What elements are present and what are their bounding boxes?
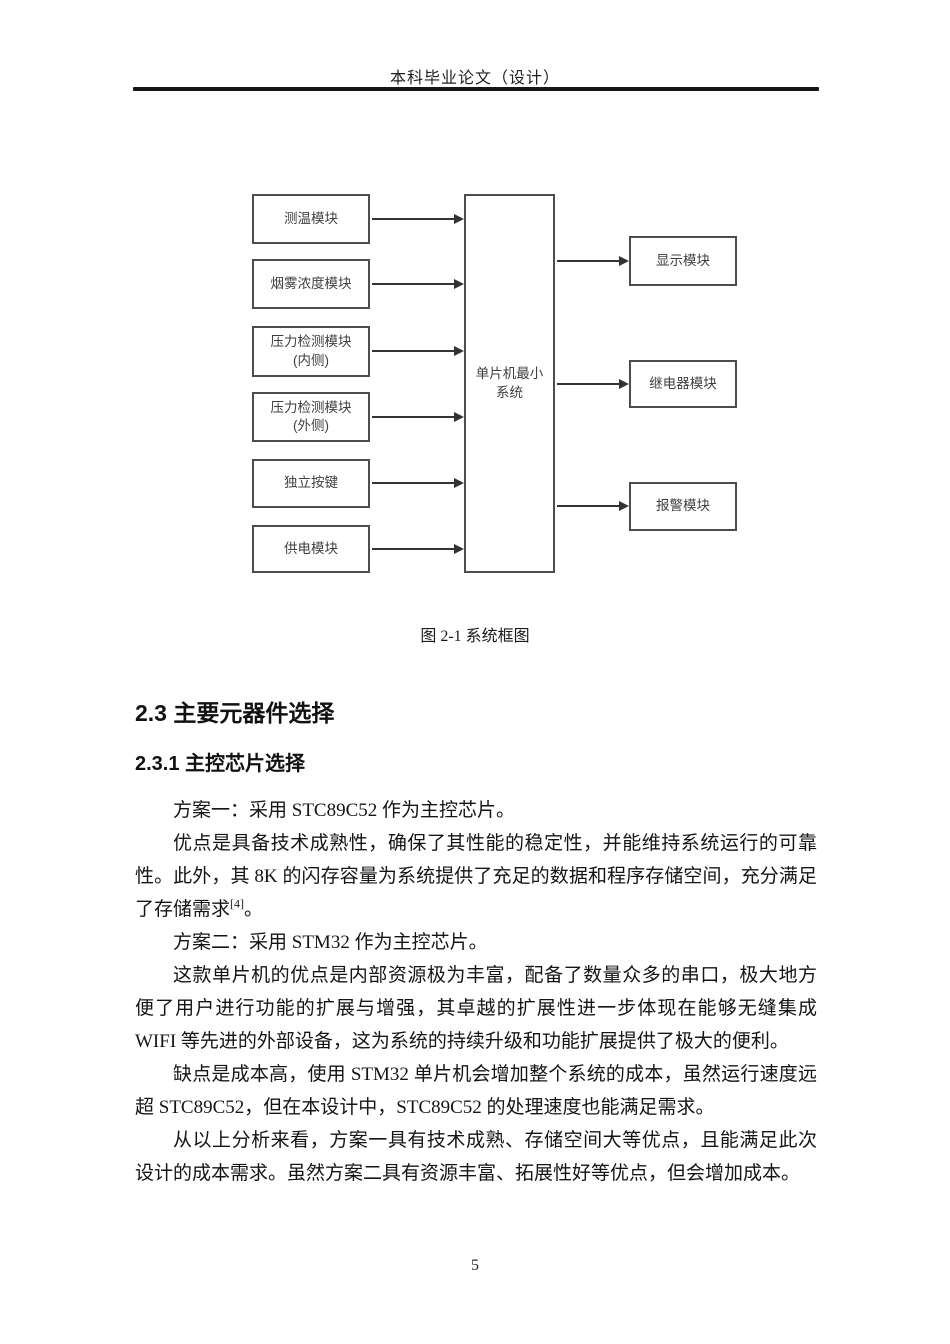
paragraph-plan2: 方案二：采用 STM32 作为主控芯片。: [135, 926, 817, 959]
arrow-pressure-outer-to-mcu: [372, 412, 464, 422]
arrow-key-to-mcu: [372, 478, 464, 488]
header-rule: [133, 87, 819, 91]
paragraph-text: 这款单片机的优点是内部资源极为丰富，配备了数量众多的串口，极大地方便了用户进行功…: [135, 965, 817, 1052]
paragraph-plan2-pros: 这款单片机的优点是内部资源极为丰富，配备了数量众多的串口，极大地方便了用户进行功…: [135, 959, 817, 1058]
paragraph-text: 。: [244, 899, 264, 920]
arrow-mcu-to-display: [557, 256, 629, 266]
paragraph-plan1-pros: 优点是具备技术成熟性，确保了其性能的稳定性，并能维持系统运行的可靠性。此外，其 …: [135, 827, 817, 926]
subsection-heading: 2.3.1 主控芯片选择: [135, 753, 306, 775]
page-number: 5: [471, 1257, 479, 1274]
arrow-mcu-to-alarm: [557, 501, 629, 511]
body-text: 方案一：采用 STC89C52 作为主控芯片。 优点是具备技术成熟性，确保了其性…: [135, 794, 817, 1190]
paragraph-plan2-cons: 缺点是成本高，使用 STM32 单片机会增加整个系统的成本，虽然运行速度远超 S…: [135, 1058, 817, 1124]
section-heading: 2.3 主要元器件选择: [135, 700, 335, 726]
paragraph-text: 方案二：采用 STM32 作为主控芯片。: [173, 932, 488, 953]
diagram-box-alarm-module: 报警模块: [629, 482, 737, 531]
diagram-box-pressure-outer-module: 压力检测模块 (外侧): [252, 392, 370, 442]
diagram-box-power-module: 供电模块: [252, 525, 370, 573]
diagram-box-temperature-module: 测温模块: [252, 194, 370, 244]
paragraph-text: 缺点是成本高，使用 STM32 单片机会增加整个系统的成本，虽然运行速度远超 S…: [135, 1064, 817, 1118]
diagram-box-pressure-inner-module: 压力检测模块 (内侧): [252, 326, 370, 377]
arrow-mcu-to-relay: [557, 379, 629, 389]
diagram-box-smoke-module: 烟雾浓度模块: [252, 259, 370, 309]
diagram-box-key-module: 独立按键: [252, 459, 370, 508]
paragraph-plan1: 方案一：采用 STC89C52 作为主控芯片。: [135, 794, 817, 827]
diagram-box-mcu-system: 单片机最小 系统: [464, 194, 555, 573]
citation-ref: [4]: [230, 896, 245, 911]
arrow-temperature-to-mcu: [372, 214, 464, 224]
arrow-smoke-to-mcu: [372, 279, 464, 289]
paragraph-conclusion: 从以上分析来看，方案一具有技术成熟、存储空间大等优点，且能满足此次设计的成本需求…: [135, 1124, 817, 1190]
figure-caption: 图 2-1 系统框图: [420, 628, 530, 645]
arrow-pressure-inner-to-mcu: [372, 346, 464, 356]
diagram-box-display-module: 显示模块: [629, 236, 737, 286]
header-title: 本科毕业论文（设计）: [389, 70, 560, 87]
diagram-box-relay-module: 继电器模块: [629, 360, 737, 408]
paragraph-text: 从以上分析来看，方案一具有技术成熟、存储空间大等优点，且能满足此次设计的成本需求…: [135, 1130, 817, 1184]
paragraph-text: 方案一：采用 STC89C52 作为主控芯片。: [173, 800, 516, 821]
paragraph-text: 优点是具备技术成熟性，确保了其性能的稳定性，并能维持系统运行的可靠性。此外，其 …: [135, 833, 817, 920]
arrow-power-to-mcu: [372, 544, 464, 554]
